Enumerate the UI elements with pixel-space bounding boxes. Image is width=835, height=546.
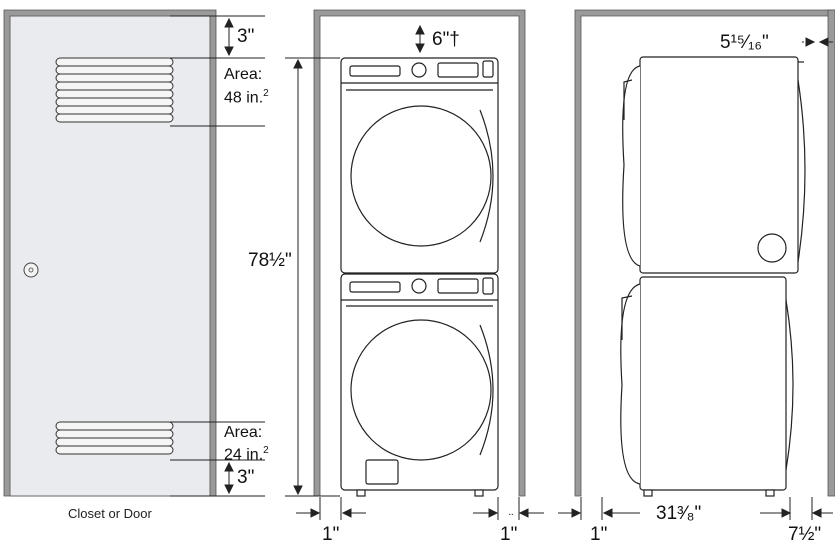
side-alcove <box>574 9 835 497</box>
top-vent-area-value: 48 in.2 <box>224 85 269 107</box>
front-alcove <box>313 9 526 497</box>
bottom-vent-area-value: 24 in.2 <box>224 442 269 464</box>
front-top-clearance-label: 6"† <box>432 29 460 50</box>
front-left-clearance-label: 1" <box>322 524 340 545</box>
stacked-units-front <box>340 57 499 497</box>
top-vent-area-label: Area: <box>224 66 263 83</box>
top-vent-area-sup: 2 <box>263 88 269 99</box>
bottom-vent-area-label: Area: <box>224 424 263 441</box>
side-dimension-lines <box>558 37 833 520</box>
front-height-label: 78½" <box>248 250 292 271</box>
door-top-clearance-label: 3" <box>237 26 255 47</box>
door-knob-icon[interactable] <box>23 262 39 278</box>
front-right-clearance-label: 1" <box>500 524 518 545</box>
side-left-clearance-label: 1" <box>590 524 608 545</box>
door-bottom-clearance-label: 3" <box>237 467 255 488</box>
top-vent-area-number: 48 in. <box>224 89 264 107</box>
side-right-clearance-label: 7½" <box>788 524 822 545</box>
bottom-vent <box>55 421 174 455</box>
door-dimension-lines <box>170 15 265 497</box>
top-vent <box>55 57 174 123</box>
front-right-clearance-mark: ¨ <box>509 511 514 526</box>
side-depth-label: 31³⁄₈" <box>656 503 702 524</box>
stacked-units-side <box>620 56 806 497</box>
side-top-right-clearance-label: 5¹⁵⁄₁₆" <box>720 32 769 53</box>
door-caption: Closet or Door <box>68 506 152 521</box>
front-dimension-lines <box>285 24 544 520</box>
bottom-vent-area-number: 24 in. <box>224 446 264 464</box>
bottom-vent-area-sup: 2 <box>263 445 269 456</box>
